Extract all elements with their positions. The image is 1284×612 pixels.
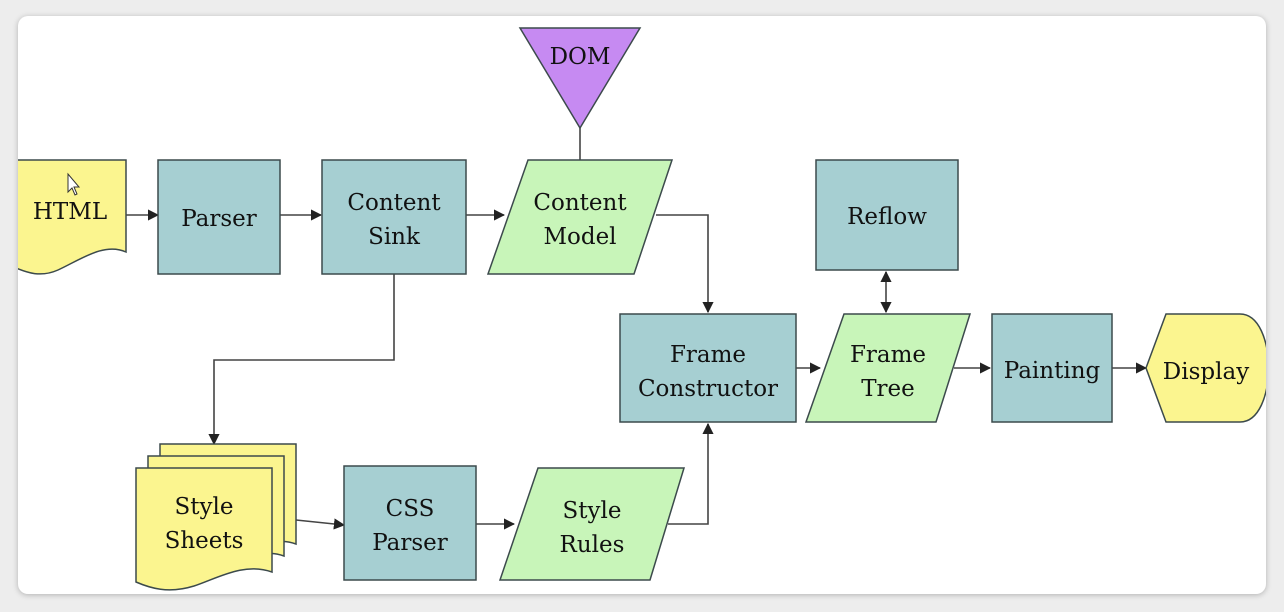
reflow-node: Reflow: [815, 159, 959, 271]
css-parser-node: CSS Parser: [343, 465, 477, 581]
dom-label: DOM: [550, 44, 611, 70]
diagram-frame: HTML Parser Content Sink DOM Content Mod…: [18, 16, 1266, 594]
content-model-line1: Content: [533, 190, 627, 216]
style-rules-node: Style Rules: [498, 467, 686, 581]
content-sink-line1: Content: [347, 190, 441, 216]
rendering-flow-diagram: HTML Parser Content Sink DOM Content Mod…: [18, 27, 1266, 591]
reflow-label: Reflow: [847, 204, 927, 230]
painting-label: Painting: [1004, 358, 1101, 384]
style-sheets-line1: Style: [175, 494, 234, 520]
css-parser-line2: Parser: [372, 530, 448, 556]
dom-node: DOM: [518, 27, 642, 130]
content-sink-line2: Sink: [368, 224, 421, 250]
parser-node: Parser: [157, 159, 281, 275]
content-sink-node: Content Sink: [321, 159, 467, 275]
display-node: Display: [1145, 313, 1266, 423]
style-sheets-line2: Sheets: [165, 528, 244, 554]
frame-constructor-node: Frame Constructor: [619, 313, 797, 423]
frame-tree-line1: Frame: [850, 342, 926, 368]
style-rules-line1: Style: [563, 498, 622, 524]
display-label: Display: [1163, 359, 1249, 385]
edge-style-sheets-css-parser: [295, 518, 346, 530]
painting-node: Painting: [991, 313, 1113, 423]
edge-style-rules-frame-constructor: [668, 422, 714, 525]
style-rules-line2: Rules: [560, 532, 625, 558]
html-document-node: HTML: [18, 159, 127, 275]
frame-tree-line2: Tree: [861, 376, 915, 402]
css-parser-line1: CSS: [386, 496, 435, 522]
edge-content-model-frame-constructor: [656, 214, 714, 314]
style-sheets-node: Style Sheets: [135, 443, 297, 591]
mouse-cursor-icon: [67, 172, 81, 196]
parser-label: Parser: [181, 206, 257, 232]
content-model-node: Content Model: [486, 159, 674, 275]
frame-constructor-line2: Constructor: [638, 376, 778, 402]
frame-constructor-line1: Frame: [670, 342, 746, 368]
html-label: HTML: [33, 199, 107, 225]
frame-tree-node: Frame Tree: [804, 313, 972, 423]
edge-content-sink-style-sheets: [208, 274, 395, 446]
content-model-line2: Model: [543, 224, 616, 250]
